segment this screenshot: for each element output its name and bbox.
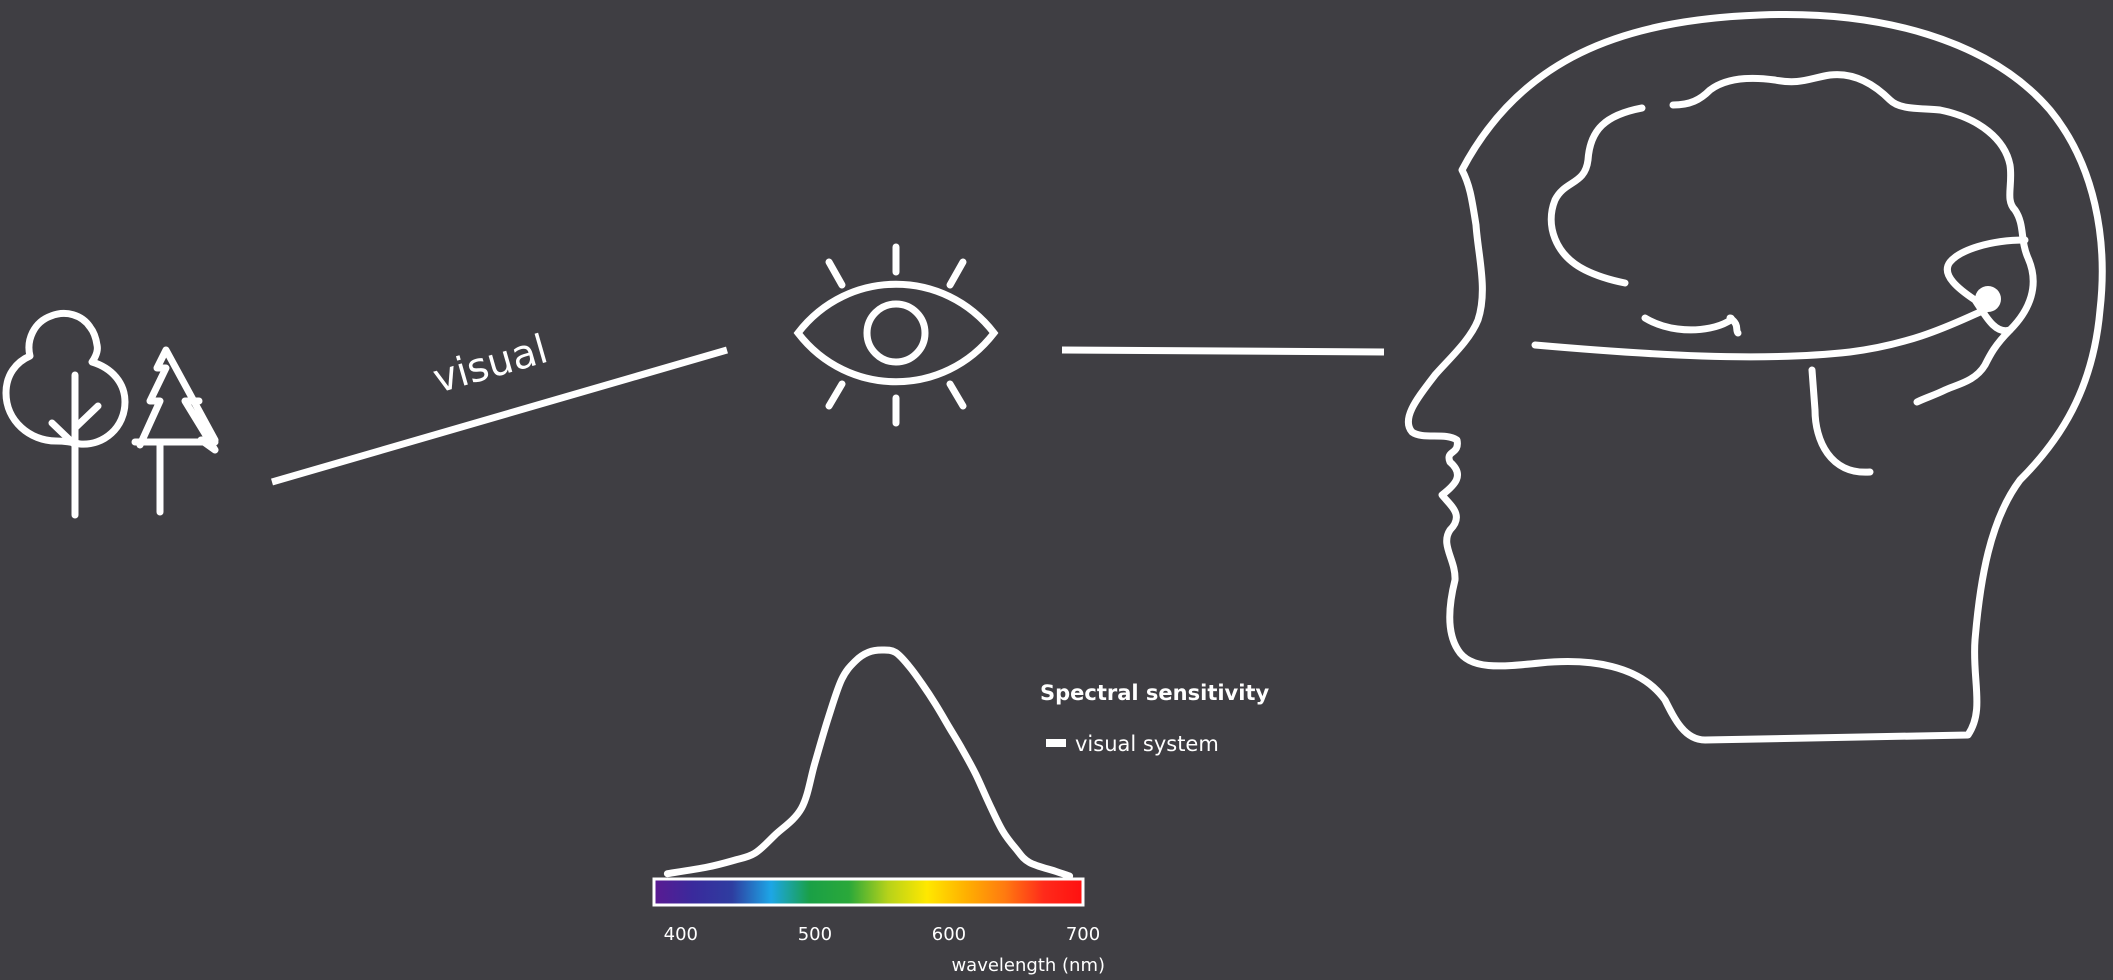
legend-title: Spectral sensitivity — [1040, 681, 1269, 705]
human-head-brain-icon — [1404, 11, 2106, 744]
x-axis-label: wavelength (nm) — [951, 955, 1105, 976]
x-tick-label: 400 — [664, 924, 698, 945]
sensitivity-curve-visual-system — [663, 646, 1074, 880]
pathway-label: visual — [428, 326, 553, 402]
spectrum-bar — [652, 877, 1085, 907]
x-tick-label: 700 — [1066, 924, 1100, 945]
spectral-chart: 400 500 600 700 wavelength (nm) — [652, 646, 1105, 976]
x-tick-label: 500 — [798, 924, 832, 945]
scene-to-eye-line — [271, 346, 728, 486]
legend-swatch-visual-system — [1046, 739, 1066, 747]
eye-to-brain-line — [1061, 346, 1385, 356]
eye-icon — [793, 243, 999, 427]
x-tick-label: 600 — [932, 924, 966, 945]
legend: Spectral sensitivity visual system — [1040, 681, 1269, 756]
legend-item-visual-system: visual system — [1075, 732, 1219, 756]
x-axis-ticks: 400 500 600 700 — [664, 924, 1101, 945]
visual-cortex-dot — [1975, 286, 2001, 312]
trees-icon — [2, 310, 219, 519]
